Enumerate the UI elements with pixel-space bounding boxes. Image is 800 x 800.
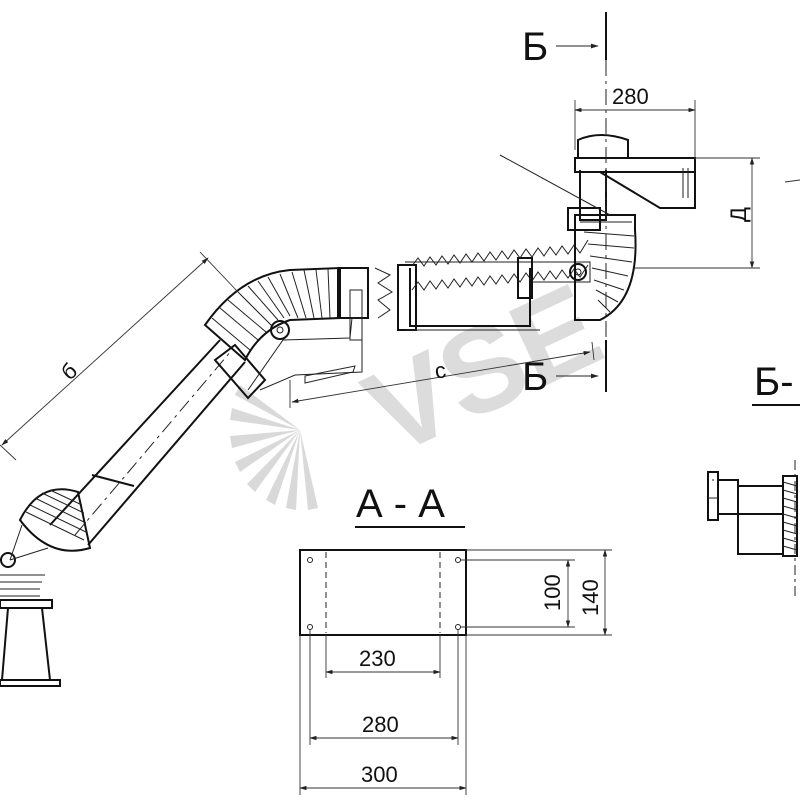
dim-top-width-label: 280 bbox=[612, 84, 649, 109]
pedestal bbox=[0, 552, 61, 687]
mounting-plate bbox=[299, 549, 467, 636]
dim-height-d: Д bbox=[635, 157, 800, 269]
top-elbow bbox=[499, 134, 696, 321]
view-b-title: Б- bbox=[754, 360, 794, 404]
section-aa-title: А - А bbox=[356, 482, 445, 526]
view-b: Б- bbox=[707, 360, 800, 600]
dim-reach-c-label: с bbox=[433, 357, 448, 383]
lower-arm bbox=[9, 266, 369, 561]
dim-plate-height: 140 bbox=[578, 579, 603, 616]
dim-arm-length: б bbox=[0, 251, 239, 461]
watermark-rays bbox=[230, 385, 318, 510]
dim-reach-c: с bbox=[289, 341, 595, 408]
view-b-bellows bbox=[782, 475, 798, 557]
elbow-bellows bbox=[203, 266, 369, 362]
dim-plate-width: 300 bbox=[361, 762, 398, 787]
dim-plate-hole-height: 100 bbox=[540, 574, 565, 611]
spring-lower bbox=[411, 264, 589, 291]
watermark-text: VSE bbox=[346, 258, 620, 481]
break-line bbox=[374, 267, 393, 319]
mounting-holes bbox=[307, 557, 461, 630]
dim-arm-length-label: б bbox=[56, 358, 82, 385]
lower-bellows bbox=[9, 488, 92, 561]
dim-top-width: 280 bbox=[574, 84, 696, 160]
section-aa: А - А 100 140 230 280 300 bbox=[299, 482, 612, 795]
dim-plate-hole-inner: 230 bbox=[359, 646, 396, 671]
dim-height-d-label: Д bbox=[726, 207, 751, 222]
section-mark-top: Б bbox=[522, 25, 548, 69]
dim-plate-hole-outer: 280 bbox=[362, 712, 399, 737]
spring-upper bbox=[411, 239, 589, 267]
upper-arm bbox=[397, 239, 591, 331]
